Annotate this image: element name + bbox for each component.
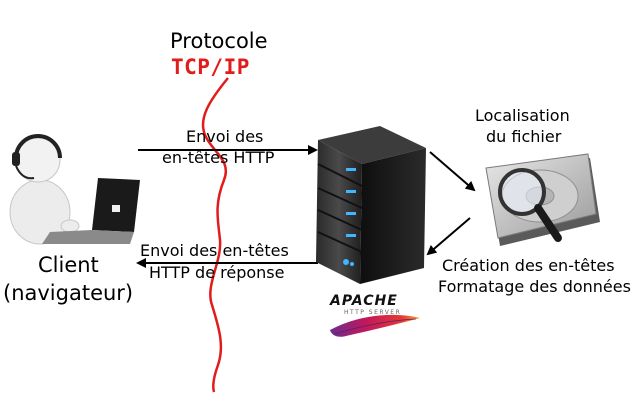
response-label-line1: Envoi des en-têtes xyxy=(140,241,289,260)
localisation-label-line1: Localisation xyxy=(475,106,570,125)
tcpip-link-line xyxy=(201,77,229,393)
request-label-line2: en-têtes HTTP xyxy=(162,148,275,167)
protocol-title: Protocole xyxy=(170,29,268,53)
request-label-line1: Envoi des xyxy=(186,127,264,146)
protocol-name: TCP/IP xyxy=(171,55,250,79)
hard-disk-magnifier-icon xyxy=(485,153,600,246)
creation-label-line2: Formatage des données xyxy=(438,277,631,296)
apache-logo-subtitle: HTTP SERVER xyxy=(344,309,402,316)
creation-label-line1: Création des en-têtes xyxy=(442,256,615,275)
client-label: Client xyxy=(38,253,99,277)
server-to-disk-arrow xyxy=(429,151,476,192)
server-tower-icon xyxy=(316,126,426,284)
laptop-icon xyxy=(42,178,140,244)
localisation-label-line2: du fichier xyxy=(486,127,562,146)
apache-feather-icon xyxy=(330,314,420,337)
disk-to-server-arrow xyxy=(426,217,471,256)
response-label-line2: HTTP de réponse xyxy=(149,263,285,282)
client-sublabel: (navigateur) xyxy=(3,281,134,305)
apache-logo-name: APACHE xyxy=(330,293,398,309)
client-operator-icon xyxy=(9,134,80,245)
